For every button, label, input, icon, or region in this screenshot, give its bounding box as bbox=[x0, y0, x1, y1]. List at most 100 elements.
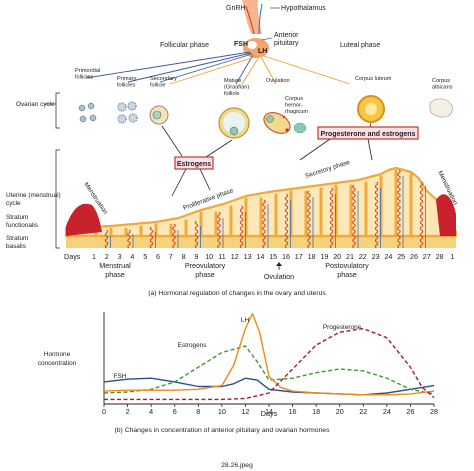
ovulation-follicle bbox=[263, 112, 291, 134]
spiral-artery bbox=[127, 229, 131, 249]
portal-vein bbox=[258, 3, 263, 35]
lh-arrows bbox=[169, 55, 351, 85]
day-tick-label: 28 bbox=[436, 252, 444, 261]
corpus-luteum bbox=[357, 95, 385, 123]
day-tick-label: 7 bbox=[169, 252, 173, 261]
day-tick-label: 9 bbox=[194, 252, 198, 261]
series-label-lh: LH bbox=[241, 317, 250, 324]
chart-x-tick-label: 10 bbox=[218, 407, 226, 416]
gnrh-label: GnRH bbox=[226, 5, 245, 12]
ovulation-day-label: Ovulation bbox=[264, 272, 294, 281]
chart-x-tick-label: 16 bbox=[289, 407, 297, 416]
chart-x-tick-label: 0 bbox=[102, 407, 106, 416]
primary-follicles bbox=[117, 101, 138, 124]
secondary-follicle bbox=[149, 105, 169, 125]
follicular-phase-label: Follicular phase bbox=[160, 42, 209, 49]
primordial-follicles bbox=[78, 102, 97, 123]
fsh-label: FSH bbox=[234, 41, 248, 48]
day-tick-label: 4 bbox=[130, 252, 134, 261]
series-label-estrogens: Estrogens bbox=[178, 342, 207, 349]
day-tick-label: 3 bbox=[118, 252, 122, 261]
series-line-lh bbox=[103, 313, 435, 396]
menstrual-shedding-left bbox=[66, 203, 102, 236]
day-tick-label: 13 bbox=[244, 252, 252, 261]
corpus-hemorrhagicum bbox=[293, 122, 307, 134]
day-tick-label: 5 bbox=[143, 252, 147, 261]
chart-x-tick-label: 12 bbox=[241, 407, 249, 416]
ovarian-stage-label: Ovulation bbox=[266, 78, 290, 84]
progesterone-estrogens-box: Progesterone and estrogens bbox=[317, 126, 419, 140]
spiral-artery bbox=[419, 181, 424, 249]
pituitary-highlight bbox=[247, 41, 257, 49]
chart-xlabel: Days bbox=[261, 409, 278, 418]
day-tick-label: 12 bbox=[231, 252, 239, 261]
spiral-artery bbox=[352, 184, 356, 249]
fsh-arrows bbox=[85, 51, 254, 85]
chart-x-tick-label: 22 bbox=[359, 407, 367, 416]
day-tick-label: 15 bbox=[269, 252, 277, 261]
chart-x-tick-label: 8 bbox=[196, 407, 200, 416]
day-tick-label: 20 bbox=[333, 252, 341, 261]
spiral-artery bbox=[374, 181, 379, 249]
day-tick-label: 27 bbox=[423, 252, 431, 261]
day-tick-label: 16 bbox=[282, 252, 290, 261]
endometrium bbox=[64, 166, 458, 249]
day-tick-label: 23 bbox=[372, 252, 380, 261]
series-label-fsh: FSH bbox=[114, 373, 127, 380]
menstrual-shedding-right bbox=[436, 194, 456, 236]
spiral-artery bbox=[194, 220, 199, 249]
day-tick-label: 6 bbox=[156, 252, 160, 261]
chart-x-tick-label: 2 bbox=[126, 407, 130, 416]
ovarian-stage-label: Mature(Graafian)follicle bbox=[224, 78, 249, 97]
hypothalamus-label: Hypothalamus bbox=[281, 5, 326, 12]
ovary-to-hormone-arrows bbox=[161, 122, 372, 158]
day-tick-label: 21 bbox=[346, 252, 354, 261]
series-line-estrogens bbox=[103, 345, 435, 395]
spiral-artery bbox=[284, 193, 289, 249]
chart-x-tick-label: 18 bbox=[312, 407, 320, 416]
chart-x-tick-label: 14 bbox=[265, 407, 273, 416]
ovarian-stage-label: Corpus luteum bbox=[355, 76, 392, 82]
spiral-artery bbox=[172, 223, 176, 249]
pituitary-pointer bbox=[261, 37, 273, 41]
luteal-phase-label: Luteal phase bbox=[340, 42, 380, 49]
stratum-basalis-band bbox=[66, 236, 456, 248]
day-tick-label: 1 bbox=[450, 252, 454, 261]
spiral-artery bbox=[262, 199, 266, 249]
ovulation-marker-arrow bbox=[276, 262, 282, 266]
corpus-albicans bbox=[429, 98, 453, 118]
day-tick-label: 1 bbox=[92, 252, 96, 261]
chart-x-tick-label: 6 bbox=[173, 407, 177, 416]
day-tick-label: 22 bbox=[359, 252, 367, 261]
chart-x-tick-label: 24 bbox=[383, 407, 391, 416]
lh-label: LH bbox=[258, 48, 267, 55]
day-tick-label: 19 bbox=[320, 252, 328, 261]
day-tick-label: 18 bbox=[308, 252, 316, 261]
estrogens-box: Estrogens bbox=[174, 156, 214, 170]
spiral-artery bbox=[307, 190, 311, 249]
day-tick-label: 17 bbox=[295, 252, 303, 261]
series-label-progesterone: Progesterone bbox=[323, 324, 362, 331]
ovarian-cycle-label: Ovarian cycle bbox=[16, 101, 55, 108]
uterine-bracket bbox=[55, 149, 60, 249]
day-tick-label: 25 bbox=[397, 252, 405, 261]
mature-follicle bbox=[218, 107, 250, 139]
prog-estrogens-box-label: Progesterone and estrogens bbox=[321, 131, 416, 138]
chart-x-tick-label: 28 bbox=[430, 407, 438, 416]
caption-a: (a) Hormonal regulation of changes in th… bbox=[148, 290, 326, 297]
ovarian-bracket bbox=[55, 92, 60, 129]
uterine-cycle-label: Uterine (menstrual)cycle bbox=[6, 192, 61, 207]
